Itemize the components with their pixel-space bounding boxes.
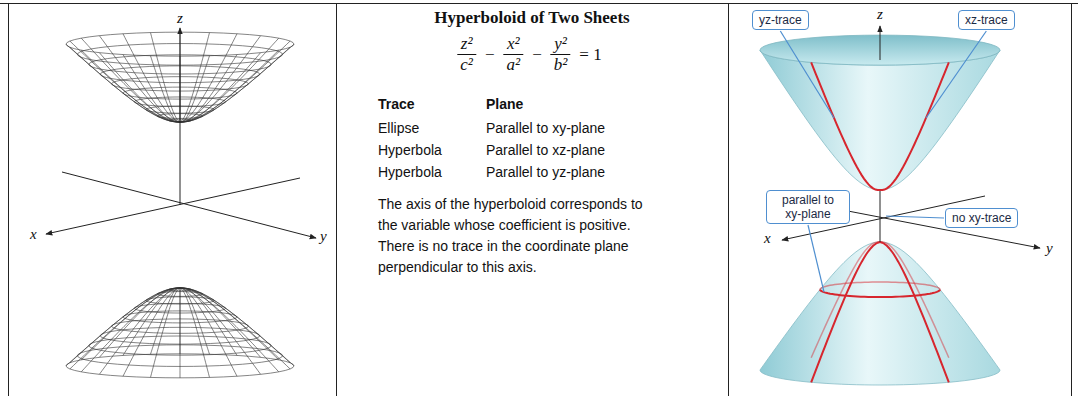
table-cell: Parallel to xy-plane [486, 120, 605, 137]
callout-box: yz-trace [752, 10, 809, 30]
table-rule [728, 3, 729, 396]
trace-curve [880, 62, 949, 190]
wire-meridian [66, 44, 180, 122]
wire-meridian [180, 288, 294, 366]
equation-term: b² [551, 55, 571, 75]
table-rule [1071, 3, 1072, 396]
equation-operator: − [532, 45, 542, 65]
fraction-bar [551, 54, 571, 55]
wire-meridian [81, 288, 180, 372]
equation-term: z² [458, 34, 476, 54]
table-cell: Hyperbola [378, 142, 442, 159]
wire-meridian [180, 288, 261, 357]
axis-label: y [1046, 240, 1053, 256]
wire-meridian [123, 288, 180, 356]
callout-label: yz-trace [759, 13, 802, 27]
trace-curve [880, 242, 949, 382]
description-note: The axis of the hyperboloid corresponds … [378, 194, 646, 278]
fraction: z²c² [455, 34, 478, 75]
fraction-bar [504, 54, 524, 55]
callout-label: parallel to xy-plane [773, 193, 843, 221]
lower-sheet [760, 242, 1000, 385]
wire-meridian [180, 38, 279, 122]
wire-meridian [150, 288, 180, 377]
axis-label: x [764, 230, 771, 246]
fraction: y²b² [549, 34, 573, 75]
callout-box: xz-trace [958, 10, 1015, 30]
axis-line [880, 26, 881, 60]
axis-line [880, 190, 881, 242]
shaded-hyperboloid [760, 26, 1040, 385]
trace-ellipse-back [820, 282, 940, 290]
wire-meridian [180, 288, 181, 378]
callout-box: no xy-trace [945, 208, 1018, 228]
equation-term: a² [504, 55, 524, 75]
wire-meridian [99, 53, 180, 122]
equation-term: c² [457, 55, 476, 75]
table-cell: Parallel to xz-plane [486, 142, 605, 159]
wire-meridian [70, 288, 180, 369]
leader-line [886, 216, 944, 218]
equation-term: y² [551, 34, 570, 54]
axis-label: z [177, 10, 183, 26]
equation-term: x² [504, 34, 523, 54]
wireframe-hyperboloid [46, 28, 316, 378]
leader-line [780, 31, 834, 118]
callout-box: parallel to xy-plane [766, 190, 850, 224]
wire-meridian [180, 41, 290, 122]
wire-meridian [150, 33, 180, 122]
wire-meridian [150, 288, 180, 354]
wire-meridian [180, 33, 210, 122]
axis-label: x [30, 226, 37, 242]
axis-label: z [877, 6, 883, 22]
trace-curve [811, 242, 880, 382]
wire-meridian [180, 44, 294, 122]
fraction: x²a² [502, 34, 526, 75]
wire-meridian [150, 56, 180, 122]
trace-curve-back [811, 242, 880, 358]
table-cell: Ellipse [378, 120, 419, 137]
wire-meridian [180, 288, 210, 377]
equation-operator: = 1 [579, 45, 601, 65]
wire-meridian [180, 288, 181, 354]
wire-meridian [66, 288, 180, 366]
leader-line [808, 225, 824, 292]
wire-meridian [81, 288, 180, 360]
table-header: Plane [486, 96, 523, 113]
wire-meridian [99, 288, 180, 357]
panel-title: Hyperboloid of Two Sheets [434, 8, 629, 28]
equation: z²c²−x²a²−y²b²= 1 [455, 34, 608, 75]
table-header: Trace [378, 96, 415, 113]
trace-ellipse [820, 290, 940, 298]
axis-line [62, 172, 316, 238]
fraction-bar [457, 54, 476, 55]
axis-line [46, 178, 300, 234]
wire-meridian [180, 36, 261, 122]
axis-label: y [320, 228, 327, 244]
wire-meridian [180, 56, 210, 122]
leader-lines [780, 31, 986, 292]
table-cell: Hyperbola [378, 164, 442, 181]
axis-line [180, 28, 181, 205]
table-rule [336, 3, 337, 396]
wire-meridian [180, 53, 261, 122]
callout-label: no xy-trace [952, 211, 1011, 225]
leader-line [926, 31, 986, 118]
callout-label: xz-trace [965, 13, 1008, 27]
trace-curve [811, 62, 880, 190]
table-rules [0, 3, 1078, 396]
table-cell: Parallel to yz-plane [486, 164, 605, 181]
trace-curve-back [880, 242, 949, 358]
wire-meridian [180, 288, 279, 360]
wire-meridian [123, 34, 180, 122]
table-rule [0, 3, 1078, 4]
table-rule [8, 3, 9, 396]
wire-meridian [99, 36, 180, 122]
wire-meridian [70, 288, 180, 363]
wire-meridian [180, 288, 290, 363]
equation-operator: − [485, 45, 495, 65]
upper-sheet [760, 50, 1000, 190]
wire-meridian [180, 288, 210, 354]
